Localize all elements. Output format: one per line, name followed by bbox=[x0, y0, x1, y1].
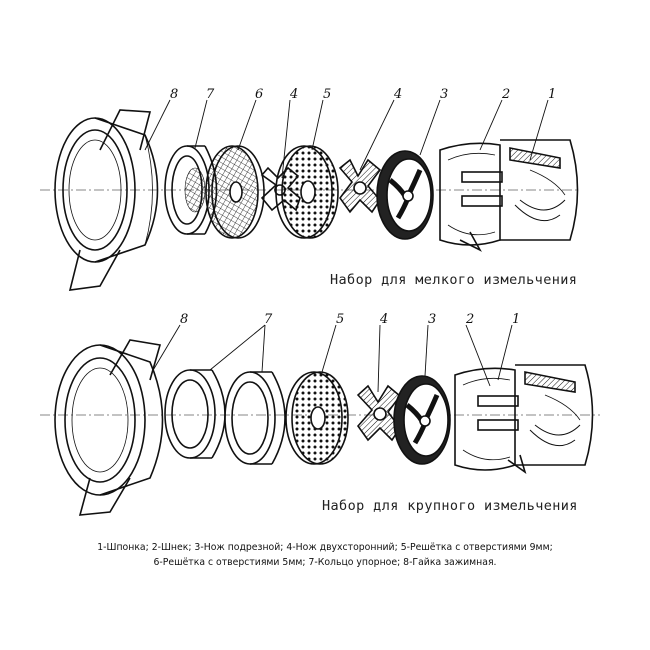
bottom-part-3-cutting-knife bbox=[393, 375, 451, 465]
top-num-3: 3 bbox=[440, 87, 448, 102]
bottom-num-4: 4 bbox=[379, 312, 388, 327]
bottom-num-8: 8 bbox=[180, 312, 188, 327]
bottom-part-numbers: 8 7 5 4 3 2 1 bbox=[180, 312, 520, 327]
bottom-part-1-key bbox=[515, 364, 594, 466]
bottom-num-1: 1 bbox=[512, 312, 520, 327]
bottom-set-caption: Набор для крупного измельчения bbox=[322, 498, 578, 514]
top-num-4b: 4 bbox=[393, 87, 402, 102]
top-num-4a: 4 bbox=[289, 87, 298, 102]
top-num-5: 5 bbox=[323, 87, 331, 102]
top-set-caption: Набор для мелкого измельчения bbox=[330, 272, 578, 288]
bottom-part-5-plate-9mm bbox=[285, 371, 349, 465]
top-num-2: 2 bbox=[501, 87, 510, 102]
top-part-5-plate-9mm bbox=[275, 145, 339, 239]
legend-line-2: 6-Решётка с отверстиями 5мм; 7-Кольцо уп… bbox=[153, 557, 497, 568]
top-num-7: 7 bbox=[206, 87, 215, 102]
top-leader-lines bbox=[144, 99, 549, 179]
bottom-num-7: 7 bbox=[264, 312, 273, 327]
top-part-1-key bbox=[500, 139, 579, 241]
bottom-part-2-auger bbox=[454, 367, 527, 474]
bottom-num-2: 2 bbox=[465, 312, 474, 327]
top-set-assembly bbox=[40, 99, 580, 291]
bottom-leader-lines bbox=[151, 324, 513, 393]
legend-line-1: 1-Шпонка; 2-Шнек; 3-Нож подрезной; 4-Нож… bbox=[97, 542, 553, 553]
top-num-6: 6 bbox=[255, 87, 263, 102]
bottom-num-5: 5 bbox=[336, 312, 344, 327]
top-num-1: 1 bbox=[548, 87, 556, 102]
top-part-7-stop-ring bbox=[164, 145, 218, 235]
bottom-part-8-clamping-nut bbox=[54, 339, 164, 516]
top-part-3-cutting-knife bbox=[376, 150, 434, 240]
top-part-8-clamping-nut bbox=[54, 109, 159, 291]
bottom-num-3: 3 bbox=[428, 312, 436, 327]
top-part-2-auger bbox=[439, 142, 503, 252]
top-part-6-plate-5mm bbox=[205, 145, 265, 239]
bottom-set-assembly bbox=[40, 324, 600, 516]
top-num-8: 8 bbox=[170, 87, 178, 102]
top-part-numbers: 8 7 6 4 5 4 3 2 1 bbox=[170, 87, 556, 102]
top-part-4-knife-b bbox=[338, 158, 382, 214]
bottom-part-4-knife bbox=[356, 384, 402, 442]
bottom-part-7-stop-rings bbox=[164, 369, 286, 465]
